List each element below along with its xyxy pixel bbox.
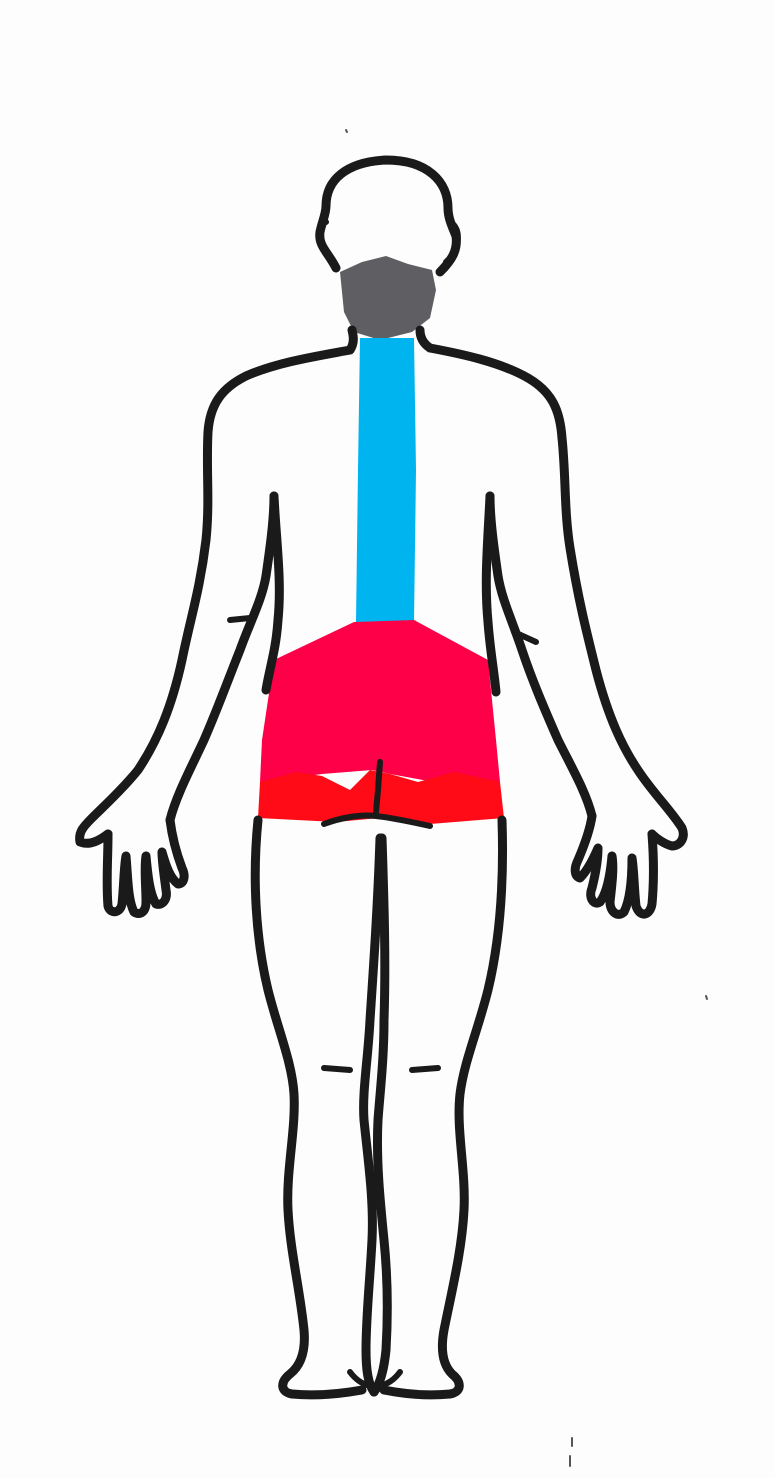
paper-speck — [706, 996, 707, 999]
right-inner-arm-outline — [490, 496, 592, 816]
paper-speck — [346, 130, 347, 132]
left-knee-mark — [324, 1068, 350, 1070]
gluteal-cleft — [376, 762, 380, 812]
right-knee-mark — [412, 1068, 438, 1070]
head-outline — [320, 160, 457, 272]
right-leg-outer-outline — [384, 820, 502, 1395]
left-elbow-mark — [230, 618, 250, 620]
spine-region — [356, 338, 416, 622]
left-hand-outline — [107, 820, 184, 914]
lower-back-region — [260, 620, 500, 782]
left-leg-outer-outline — [255, 820, 362, 1395]
right-hand-outline — [575, 816, 653, 914]
